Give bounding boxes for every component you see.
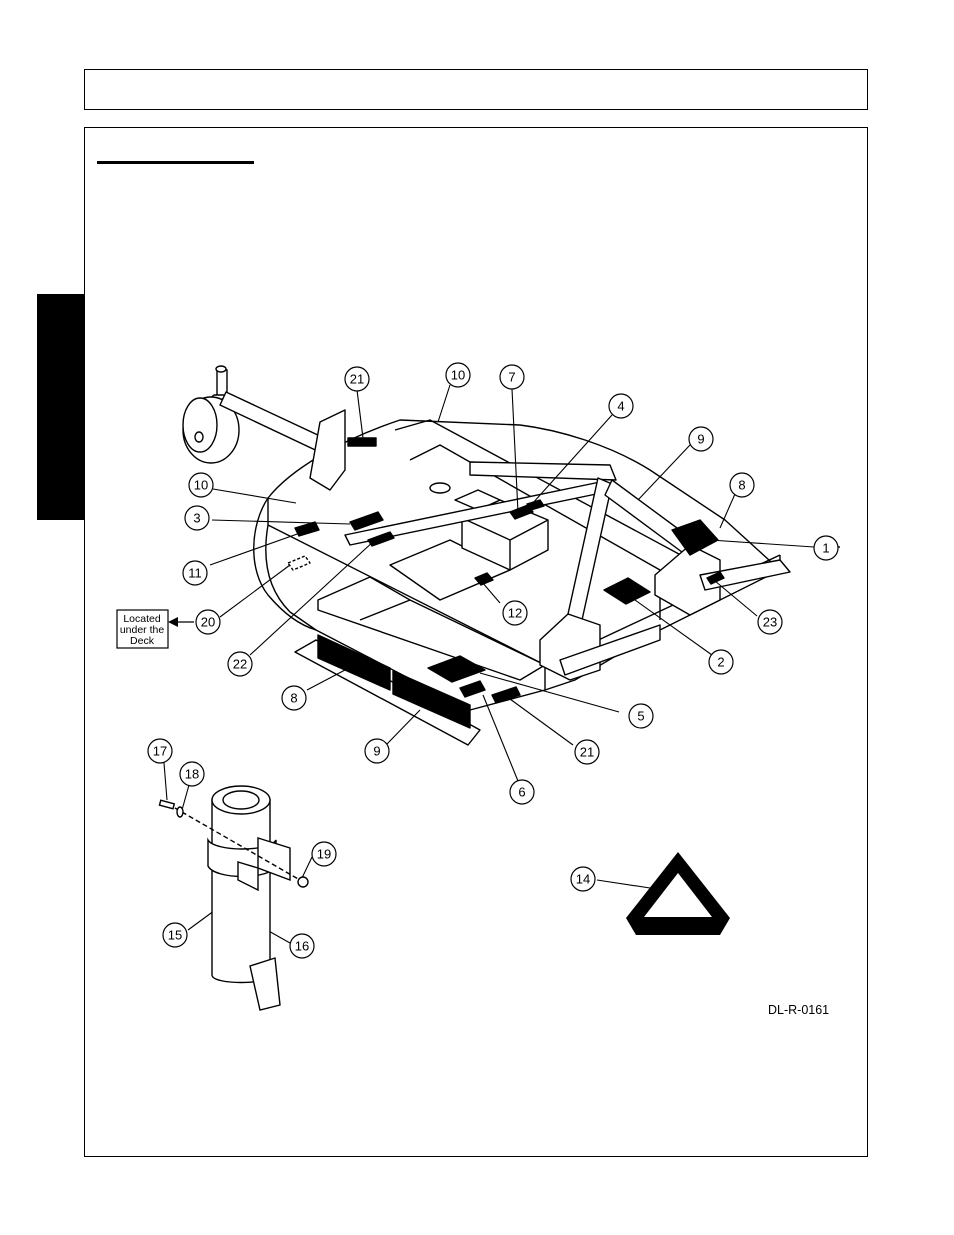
- callout-7: 7: [500, 365, 524, 389]
- callout-20: 20: [196, 610, 220, 634]
- callout-17: 17: [148, 739, 172, 763]
- callout-15: 15: [163, 923, 187, 947]
- callout-6: 6: [510, 780, 534, 804]
- callout-number: 20: [201, 615, 215, 630]
- callout-14: 14: [571, 867, 595, 891]
- callout-9: 9: [689, 427, 713, 451]
- callout-number: 23: [763, 615, 777, 630]
- callout-21: 21: [575, 740, 599, 764]
- callout-16: 16: [290, 934, 314, 958]
- callout-21: 21: [345, 367, 369, 391]
- callout-8: 8: [282, 686, 306, 710]
- callout-18: 18: [180, 762, 204, 786]
- callout-8: 8: [730, 473, 754, 497]
- callout-number: 3: [193, 511, 200, 526]
- callout-11: 11: [183, 561, 207, 585]
- callout-number: 22: [233, 657, 247, 672]
- callout-9: 9: [365, 739, 389, 763]
- callout-number: 1: [822, 541, 829, 556]
- callout-number: 19: [317, 847, 331, 862]
- callout-10: 10: [189, 473, 213, 497]
- callout-number: 11: [188, 566, 202, 581]
- callout-2: 2: [709, 650, 733, 674]
- callout-number: 8: [290, 691, 297, 706]
- note-line-3: Deck: [130, 635, 155, 647]
- callout-number: 7: [508, 370, 515, 385]
- callout-number: 4: [617, 399, 624, 414]
- callout-number: 16: [295, 939, 309, 954]
- callout-5: 5: [629, 704, 653, 728]
- callout-22: 22: [228, 652, 252, 676]
- callout-1: 1: [814, 536, 838, 560]
- callout-number: 6: [518, 785, 525, 800]
- callout-number: 9: [697, 432, 704, 447]
- callout-number: 21: [350, 372, 364, 387]
- callout-10: 10: [446, 363, 470, 387]
- spindle-assembly: [159, 786, 308, 1010]
- callout-number: 12: [508, 606, 522, 621]
- callout-3: 3: [185, 506, 209, 530]
- callout-number: 10: [451, 368, 465, 383]
- callout-number: 21: [580, 745, 594, 760]
- callout-number: 17: [153, 744, 167, 759]
- callout-number: 8: [738, 478, 745, 493]
- callout-12: 12: [503, 601, 527, 625]
- callout-number: 2: [717, 655, 724, 670]
- callout-19: 19: [312, 842, 336, 866]
- callout-number: 18: [185, 767, 199, 782]
- drawing-id: DL-R-0161: [768, 1003, 829, 1017]
- callout-number: 15: [168, 928, 182, 943]
- under-deck-note: Located under the Deck: [117, 610, 194, 648]
- decal-21-rear: [348, 438, 376, 446]
- callout-23: 23: [758, 610, 782, 634]
- callout-number: 9: [373, 744, 380, 759]
- callout-4: 4: [609, 394, 633, 418]
- callout-number: 10: [194, 478, 208, 493]
- callout-number: 14: [576, 872, 590, 887]
- smv-emblem: [626, 852, 730, 935]
- callout-number: 5: [637, 709, 644, 724]
